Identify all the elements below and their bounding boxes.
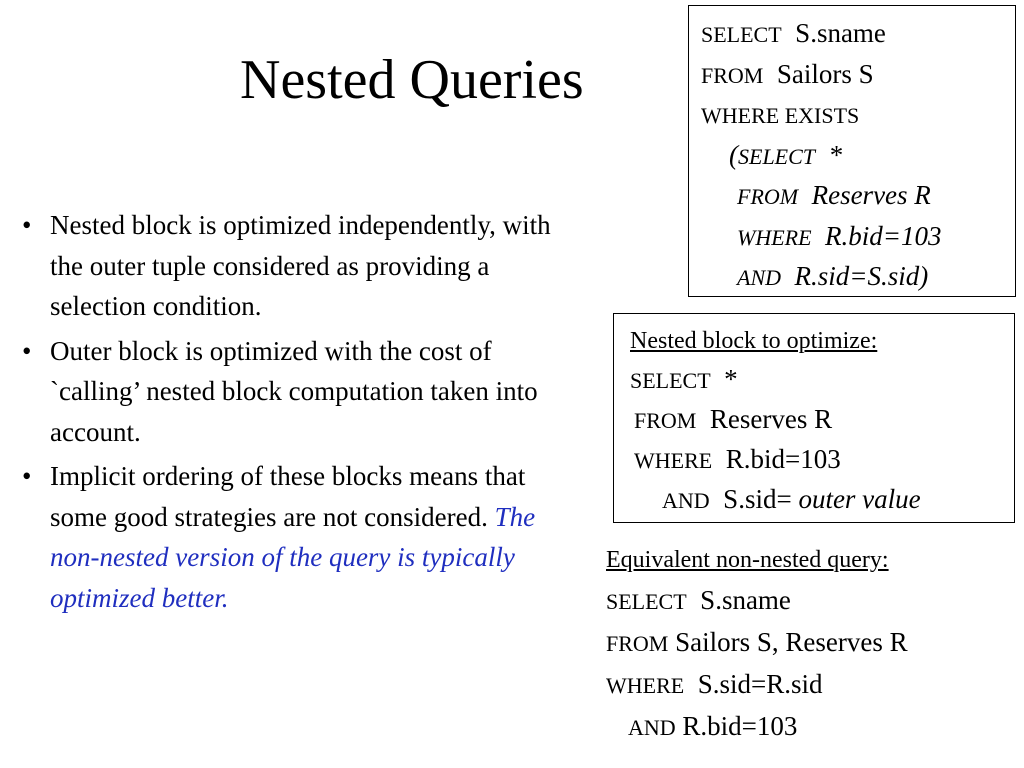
sql-keyword: FROM xyxy=(701,62,764,88)
sql-value: R.sid=S.sid) xyxy=(794,261,929,291)
sql-value: S.sname xyxy=(795,18,886,48)
query-line-from: FROM Sailors S xyxy=(701,55,1015,96)
sql-value: Reserves R xyxy=(709,404,833,434)
nested-line-select: SELECT * xyxy=(630,360,1014,400)
nested-block-box: Nested block to optimize: SELECT * FROM … xyxy=(613,313,1015,523)
slide-title: Nested Queries xyxy=(240,49,584,111)
sql-italic-value: outer value xyxy=(798,484,921,514)
bullet-emphasis-text: The non-nested version of the query is t… xyxy=(50,501,536,613)
heading-text: Nested block to optimize: xyxy=(630,328,878,354)
sql-value: S.sid= xyxy=(723,484,799,514)
sql-keyword: FROM xyxy=(634,408,697,433)
sql-keyword: WHERE EXISTS xyxy=(701,103,860,128)
bullet-text: Implicit ordering of these blocks means … xyxy=(50,461,526,532)
sql-value: R.bid=103 xyxy=(682,711,798,741)
sql-value: S.sname xyxy=(700,585,791,615)
query-line-subwhere: WHERE R.bid=103 xyxy=(701,217,1015,258)
bullet-list: • Nested block is optimized independentl… xyxy=(20,205,560,622)
nested-line-and: AND S.sid= outer value xyxy=(630,480,1014,520)
sql-value: * xyxy=(828,139,843,170)
query-line-select: SELECT S.sname xyxy=(701,14,1015,55)
sql-keyword: WHERE xyxy=(606,673,685,698)
sql-keyword: AND xyxy=(628,715,676,740)
sql-keyword: SELECT xyxy=(701,22,782,47)
nested-block-heading: Nested block to optimize: xyxy=(630,320,1014,360)
sql-keyword: FROM xyxy=(606,631,669,656)
nested-line-where: WHERE R.bid=103 xyxy=(630,440,1014,480)
sql-keyword: SELECT xyxy=(738,143,816,169)
sql-keyword: SELECT xyxy=(606,589,687,614)
sql-keyword: AND xyxy=(662,488,710,513)
sql-value: Reserves R xyxy=(811,180,931,210)
query-line-where: WHERE EXISTS xyxy=(701,95,1015,136)
bullet-icon: • xyxy=(22,210,32,240)
equivalent-query: Equivalent non-nested query: SELECT S.sn… xyxy=(606,538,1024,748)
heading-text: Equivalent non-nested query: xyxy=(606,547,889,573)
bullet-item: • Implicit ordering of these blocks mean… xyxy=(20,456,560,618)
nested-query-box: SELECT S.sname FROM Sailors S WHERE EXIS… xyxy=(688,5,1016,297)
sql-value: Sailors S, Reserves R xyxy=(675,627,908,657)
sql-keyword: SELECT xyxy=(630,368,711,393)
sql-value: R.bid=103 xyxy=(825,220,942,251)
sql-value: Sailors S xyxy=(776,58,874,89)
bullet-icon: • xyxy=(22,461,32,491)
equivalent-line-where: WHERE S.sid=R.sid xyxy=(606,664,1024,706)
sql-keyword: WHERE xyxy=(634,448,713,473)
nested-line-from: FROM Reserves R xyxy=(630,400,1014,440)
equivalent-line-select: SELECT S.sname xyxy=(606,580,1024,622)
bullet-item: • Nested block is optimized independentl… xyxy=(20,205,560,327)
sql-value: * xyxy=(724,364,738,394)
sql-keyword: WHERE xyxy=(737,224,812,250)
sql-paren: ( xyxy=(729,139,738,170)
sql-keyword: FROM xyxy=(737,184,799,209)
bullet-icon: • xyxy=(22,335,32,366)
query-line-subselect: (SELECT * xyxy=(701,136,1015,177)
bullet-item: • Outer block is optimized with the cost… xyxy=(20,331,560,453)
bullet-text: Nested block is optimized independently,… xyxy=(50,210,551,321)
sql-keyword: AND xyxy=(737,265,781,290)
sql-value: S.sid=R.sid xyxy=(697,669,823,699)
equivalent-line-and: AND R.bid=103 xyxy=(606,706,1024,748)
equivalent-line-from: FROM Sailors S, Reserves R xyxy=(606,622,1024,664)
query-line-suband: AND R.sid=S.sid) xyxy=(701,257,1015,298)
sql-value: R.bid=103 xyxy=(725,444,841,474)
query-line-subfrom: FROM Reserves R xyxy=(701,176,1015,217)
bullet-text: Outer block is optimized with the cost o… xyxy=(50,335,538,447)
equivalent-heading: Equivalent non-nested query: xyxy=(606,538,1024,580)
